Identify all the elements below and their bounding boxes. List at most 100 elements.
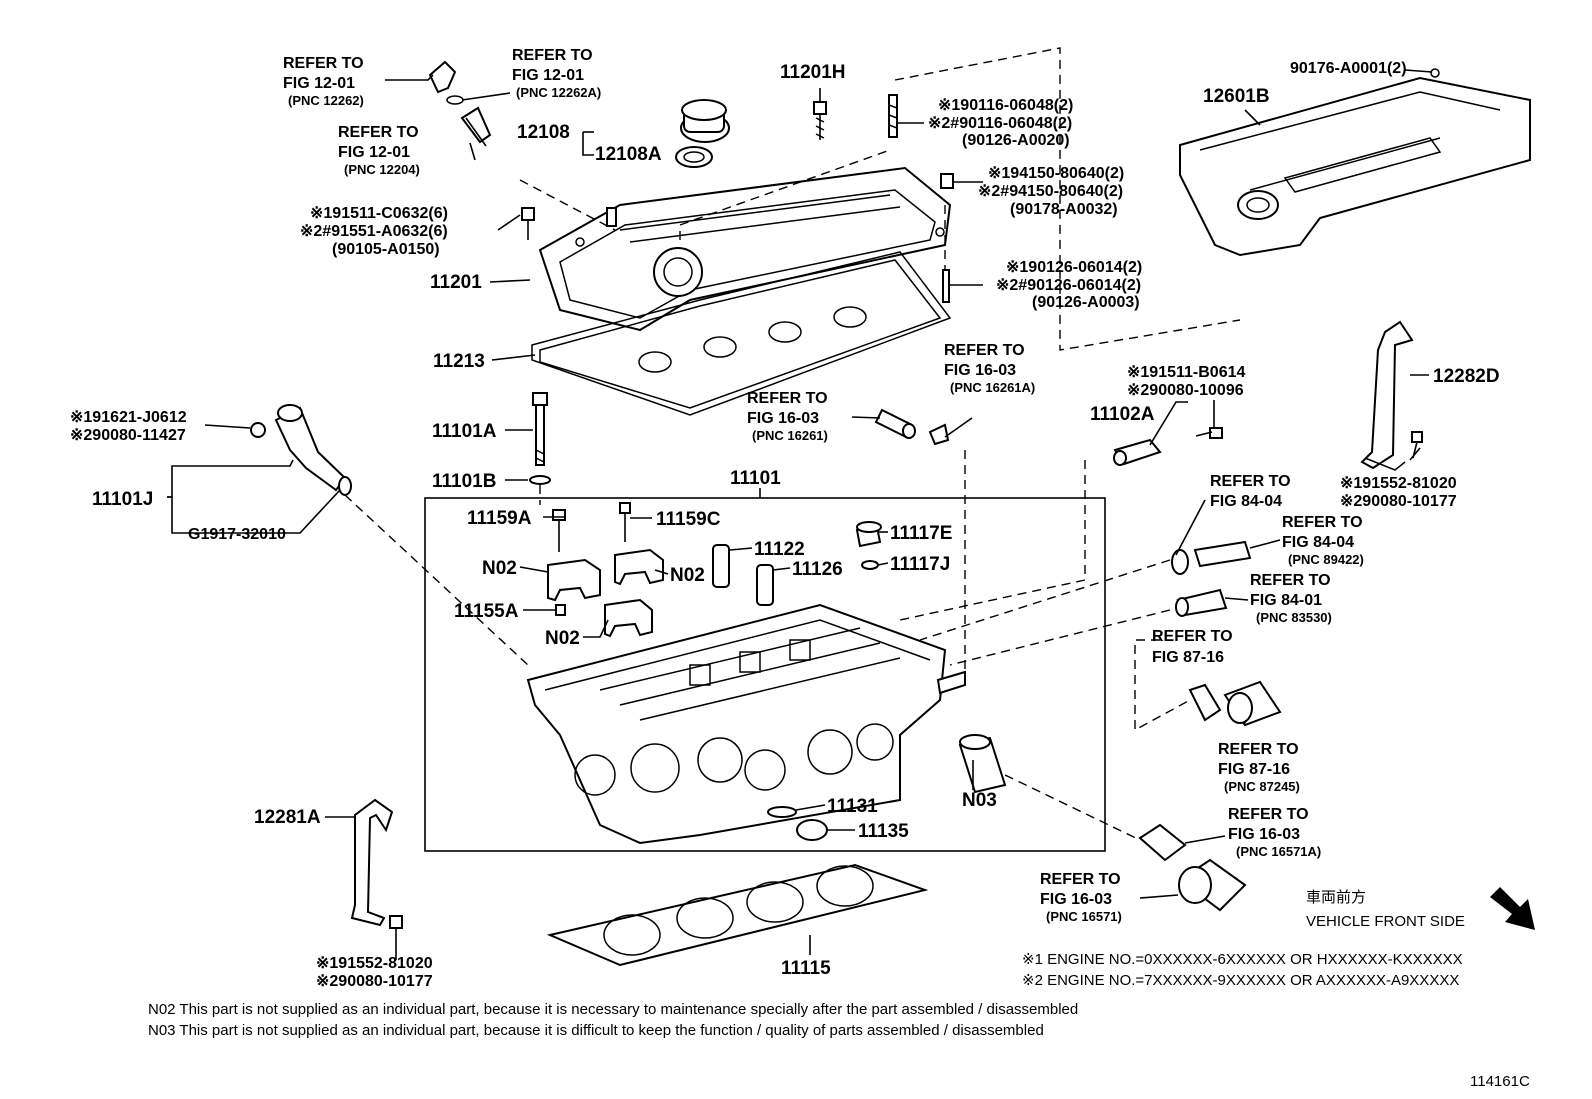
ref-12262-line1: REFER TO [283,55,364,72]
head-gasket-drawing [546,863,929,967]
ref-12262-pnc: (PNC 12262) [288,93,364,108]
cylinder-head-drawing [526,603,966,845]
ref-87-16b-line1: REFER TO [1218,741,1299,758]
bolt-90116-line2: ※2#90116-06048(2) [928,115,1072,132]
bolt-91511-line1: ※191511-C0632(6) [310,205,448,222]
bolt-91511-line2: ※2#91551-A0632(6) [300,223,448,240]
ref-16571-line1: REFER TO [1040,871,1121,888]
tube-n03-drawing [958,734,1007,794]
head-cover-gasket-drawing [531,251,952,416]
ref-12204-line1: REFER TO [338,124,419,141]
nut-94150-line2: ※2#94150-80640(2) [978,183,1123,200]
bolt-11101a-drawing [532,392,548,466]
bolt-91552-top-line2: ※290080-10177 [1340,493,1457,510]
bolt-91511b-line1: ※191511-B0614 [1127,364,1245,381]
label-11159a: 11159A [467,508,532,529]
ref-84-04b-line1: REFER TO [1282,514,1363,531]
label-12601b: 12601B [1203,86,1270,107]
oil-control-valve-drawing [250,404,352,496]
bolt-90116-line1: ※190116-06048(2) [938,97,1073,114]
front-side-jp: 車両前方 [1306,888,1366,906]
label-90176: 90176-A0001(2) [1290,60,1407,77]
label-g1917: G1917-32010 [188,526,286,543]
label-11201h: 11201H [780,62,846,83]
label-11213: 11213 [433,351,485,372]
ref-87-16a-line2: FIG 87-16 [1152,649,1224,666]
ref-16571-pnc: (PNC 16571) [1046,909,1122,924]
hose-clamps-drawing [1138,680,1282,912]
front-arrow-icon [1490,887,1535,930]
bracket-12282d-drawing [1360,320,1423,471]
ref-12262-line2: FIG 12-01 [283,75,355,92]
ref-12262a-line1: REFER TO [512,47,593,64]
label-11115: 11115 [781,958,831,979]
ref-84-04a-line2: FIG 84-04 [1210,493,1282,510]
bolt-91552-bottom-line1: ※191552-81020 [316,955,433,972]
hose-drawing [874,408,950,446]
label-11117j: 11117J [890,554,950,575]
stud-90126-line3: (90126-A0003) [1032,294,1140,311]
label-11126: 11126 [792,559,843,580]
note-n03: N03 This part is not supplied as an indi… [148,1022,1044,1039]
ref-12262a-line2: FIG 12-01 [512,67,584,84]
cylinder-head-cover-drawing [538,166,952,332]
bracket-12281a-drawing [350,798,403,929]
label-11101: 11101 [730,468,781,489]
ref-12204-line2: FIG 12-01 [338,144,410,161]
oil-filler-cap-drawing [675,99,730,168]
label-n02-bottom: N02 [545,628,580,649]
label-n02-left: N02 [482,558,517,579]
ref-16261a-line1: REFER TO [944,342,1025,359]
label-11117e: 11117E [890,523,952,544]
nut-94150-line3: (90178-A0032) [1010,201,1118,218]
label-11159c: 11159C [656,509,721,530]
bolt-91552-bottom-line2: ※290080-10177 [316,973,433,990]
label-11201: 11201 [430,272,482,293]
plug-11131-drawing [767,806,797,818]
ref-16261-line2: FIG 16-03 [747,410,819,427]
ref-16261-line1: REFER TO [747,390,828,407]
nut-drawing [940,173,954,189]
label-11155a: 11155A [454,601,519,622]
bolt-91511-drawing [521,207,535,240]
label-n02-right: N02 [670,565,705,586]
ref-84-01-line1: REFER TO [1250,572,1331,589]
ref-12262a-pnc: (PNC 12262A) [516,85,601,100]
ref-16571a-line2: FIG 16-03 [1228,826,1300,843]
ref-16571a-line1: REFER TO [1228,806,1309,823]
engine-number-1: ※1 ENGINE NO.=0XXXXXX-6XXXXXX OR HXXXXXX… [1022,951,1463,968]
bolt-91511-line3: (90105-A0150) [332,241,440,258]
engine-number-2: ※2 ENGINE NO.=7XXXXXX-9XXXXXX OR AXXXXXX… [1022,972,1459,989]
bolt-91511b-line2: ※290080-10096 [1127,382,1244,399]
sensor-parts-top-left [428,60,492,147]
label-n03: N03 [962,790,997,811]
label-12108a: 12108A [595,144,662,165]
ref-16571-line2: FIG 16-03 [1040,891,1112,908]
ref-84-04a-line1: REFER TO [1210,473,1291,490]
label-11135: 11135 [858,821,909,842]
bolt-91621-line2: ※290080-11427 [70,427,186,444]
ref-84-04b-line2: FIG 84-04 [1282,534,1354,551]
camshaft-bearing-caps-drawing [547,502,882,638]
note-n02: N02 This part is not supplied as an indi… [148,1001,1078,1018]
dashed-lines [344,47,1241,841]
ref-16261a-line2: FIG 16-03 [944,362,1016,379]
ref-84-01-line2: FIG 84-01 [1250,592,1322,609]
stud-90126-line2: ※2#90126-06014(2) [996,277,1141,294]
label-11122: 11122 [754,539,805,560]
washer-11101b-drawing [529,475,551,485]
label-12282d: 12282D [1433,366,1500,387]
ref-87-16a-line1: REFER TO [1152,628,1233,645]
ref-12204-pnc: (PNC 12204) [344,162,420,177]
front-side-en: VEHICLE FRONT SIDE [1306,913,1465,930]
ref-16261-pnc: (PNC 16261) [752,428,828,443]
label-11102a: 11102A [1090,404,1155,425]
ref-84-04b-pnc: (PNC 89422) [1288,552,1364,567]
sensor-11102a-drawing [1113,427,1223,466]
label-12108: 12108 [517,122,570,143]
ref-16261a-pnc: (PNC 16261A) [950,380,1035,395]
bolt-90116-line3: (90126-A0020) [962,132,1070,149]
seal-11135-drawing [796,819,828,841]
ref-84-01-pnc: (PNC 83530) [1256,610,1332,625]
